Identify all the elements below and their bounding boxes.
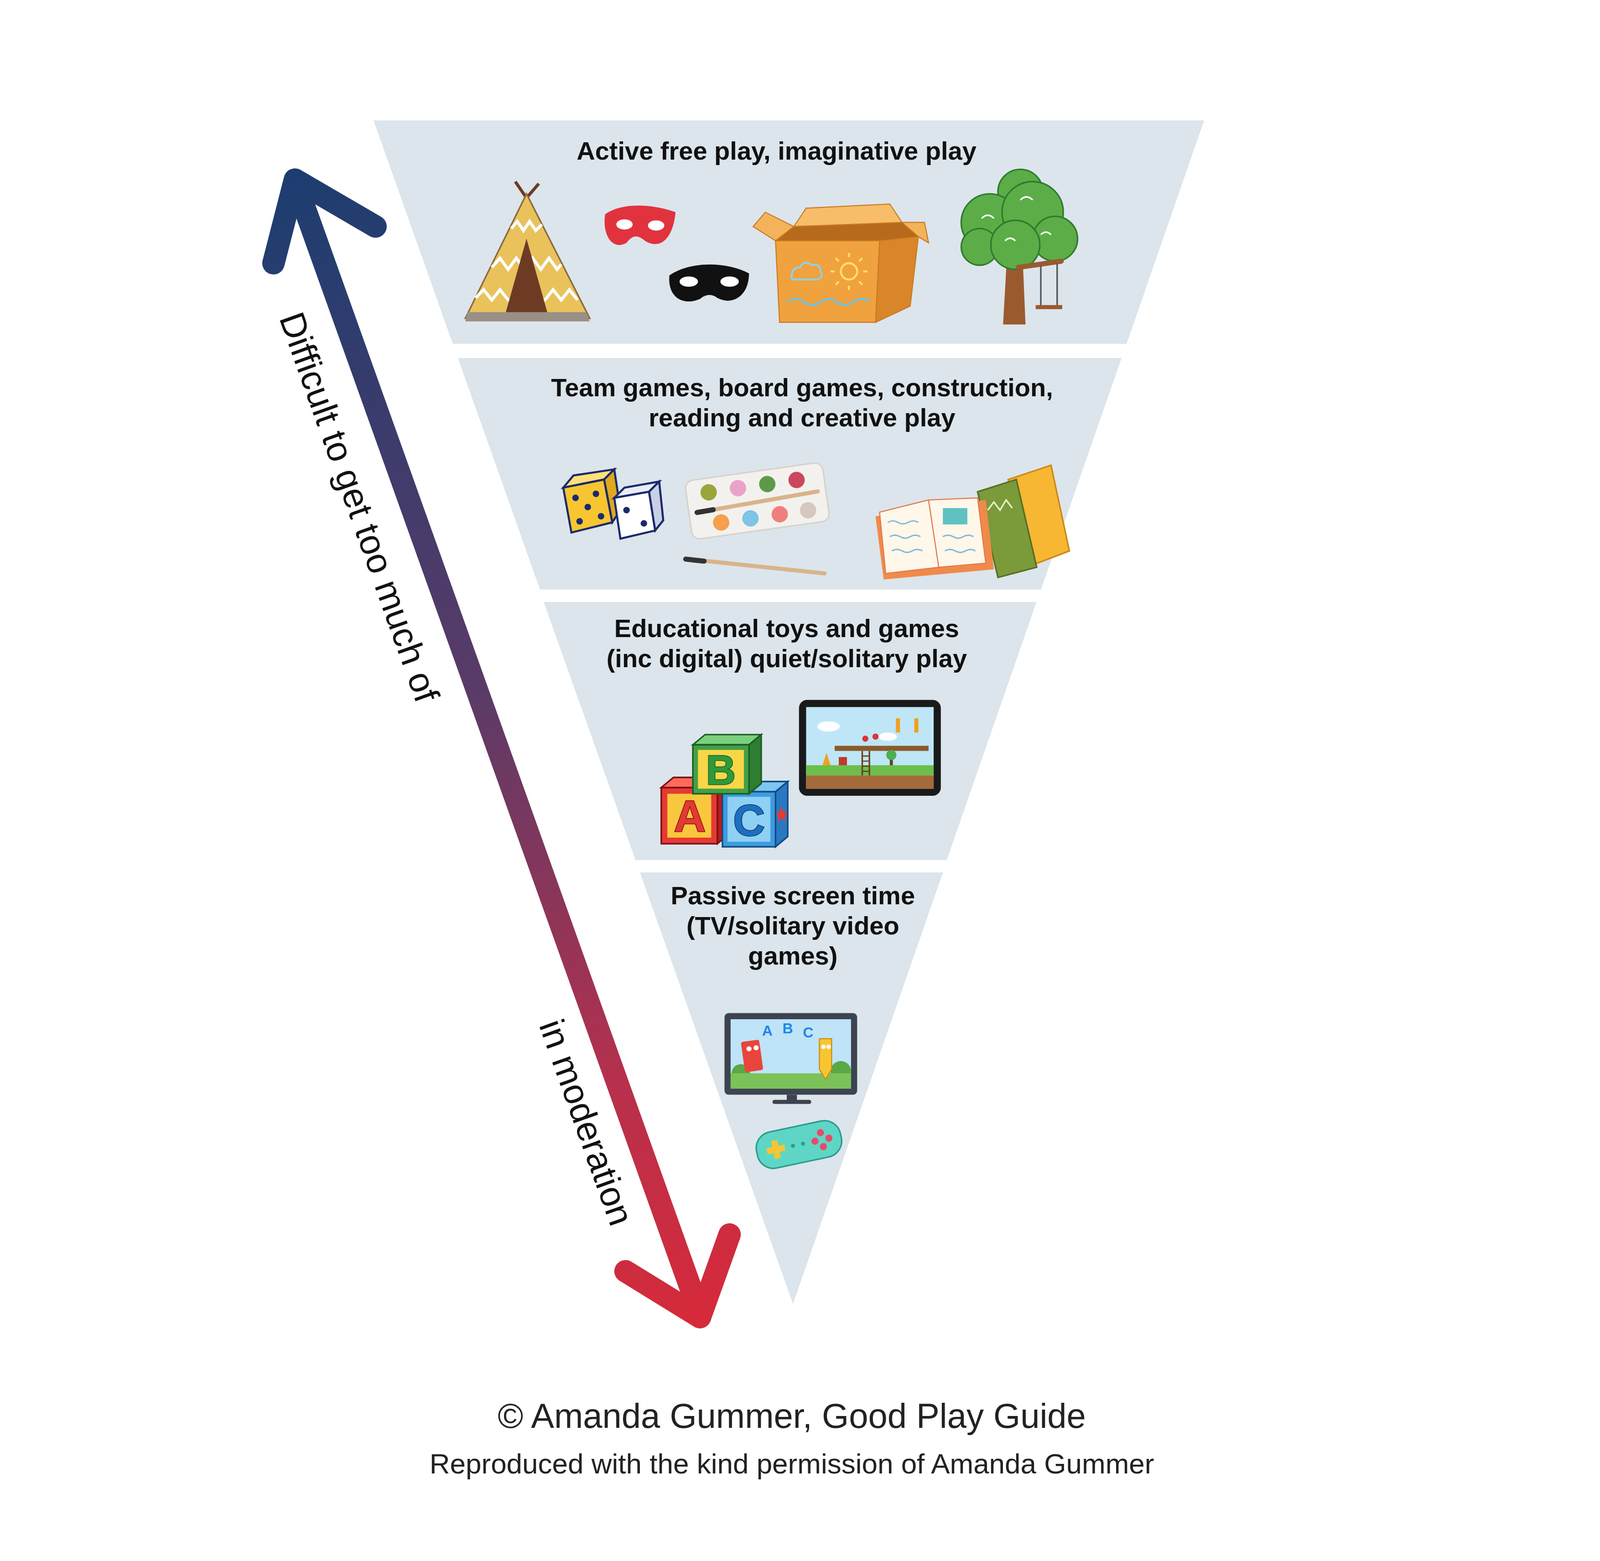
play-band: Passive screen time (TV/solitary video g… — [639, 872, 943, 1304]
scale-label: Difficult to get too much of — [273, 307, 446, 707]
band-fill — [457, 358, 1122, 590]
permission-note: Reproduced with the kind permission of A… — [429, 1449, 1155, 1479]
band-fill — [373, 120, 1205, 344]
scale-label: in moderation — [533, 1014, 640, 1230]
copyright-note: © Amanda Gummer, Good Play Guide — [497, 1398, 1086, 1434]
band-fill — [639, 872, 943, 1304]
band-heading: Active free play, imaginative play — [480, 135, 1074, 167]
play-band: Team games, board games, construction, r… — [457, 358, 1122, 590]
arrow-head-bottom — [625, 1234, 730, 1318]
band-heading: Team games, board games, construction, r… — [539, 372, 1065, 433]
play-band: Educational toys and games (inc digital)… — [543, 602, 1037, 861]
band-fill — [543, 602, 1037, 861]
band-heading: Passive screen time (TV/solitary video g… — [660, 880, 925, 972]
band-heading: Educational toys and games (inc digital)… — [597, 613, 977, 674]
play-band: Active free play, imaginative play — [373, 120, 1205, 344]
arrow-head-top — [273, 179, 376, 264]
